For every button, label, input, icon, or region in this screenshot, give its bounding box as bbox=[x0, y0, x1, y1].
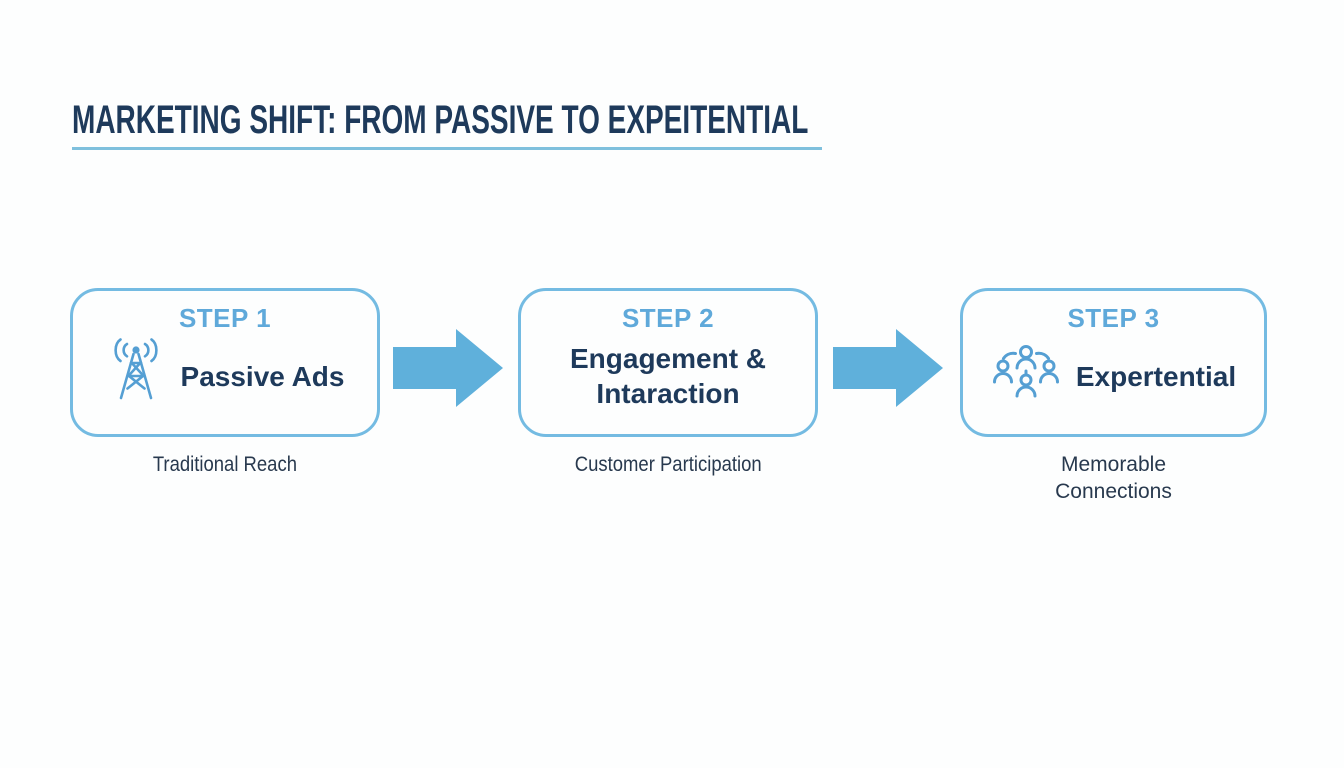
step-2-box: STEP 2 Engagement & Intaraction bbox=[518, 288, 818, 437]
step-3-body: Expertential bbox=[963, 334, 1264, 434]
title-underline bbox=[72, 147, 822, 150]
step-1-label: STEP 1 bbox=[178, 303, 272, 333]
step-3-label: STEP 3 bbox=[1067, 303, 1160, 333]
broadcast-tower-icon bbox=[106, 337, 166, 416]
step-3-caption-text: Memorable Connections bbox=[1055, 453, 1172, 504]
step-2-label: STEP 2 bbox=[621, 303, 715, 333]
step-2-caption: Customer Participation bbox=[518, 451, 818, 478]
arrow-right-icon bbox=[833, 329, 943, 407]
step-1-name: Passive Ads bbox=[180, 360, 345, 392]
page-title: MARKETING SHIFT: FROM PASSIVE TO EXPEITE… bbox=[72, 98, 809, 142]
step-2-caption-text: Customer Participation bbox=[574, 453, 762, 476]
step-1-caption: Traditional Reach bbox=[70, 451, 380, 478]
title-block: MARKETING SHIFT: FROM PASSIVE TO EXPEITE… bbox=[72, 100, 1124, 150]
step-1-caption-text: Traditional Reach bbox=[152, 453, 298, 476]
step-2-name: Engagement & Intaraction bbox=[569, 343, 767, 409]
arrow-right-icon bbox=[393, 329, 503, 407]
step-1-body: Passive Ads bbox=[73, 334, 377, 434]
step-3-name: Expertential bbox=[1075, 360, 1237, 392]
step-3-box: STEP 3 Expertential bbox=[960, 288, 1267, 437]
step-2-body: Engagement & Intaraction bbox=[521, 334, 815, 434]
step-3-caption: Memorable Connections bbox=[960, 451, 1267, 506]
people-group-icon bbox=[991, 343, 1061, 410]
step-1-box: STEP 1 Passive bbox=[70, 288, 380, 437]
